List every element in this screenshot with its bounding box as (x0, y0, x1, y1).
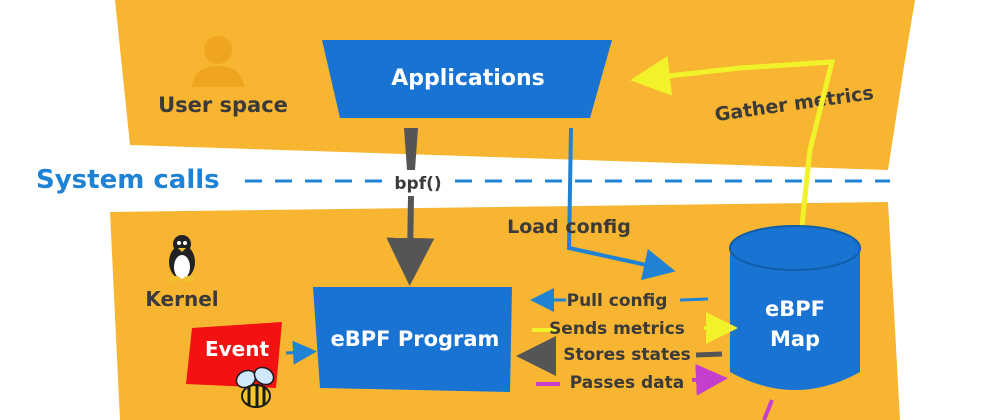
pull-config-label: Pull config (567, 291, 668, 311)
event-label: Event (205, 337, 270, 361)
stores-states-label: Stores states (563, 345, 691, 365)
kernel-label: Kernel (145, 287, 218, 311)
person-icon (192, 36, 244, 87)
bpf-label-bg (386, 170, 450, 194)
ebpf-map-label-line2: Map (770, 327, 820, 351)
tux-penguin-icon (169, 235, 195, 282)
passes-data-arrow-right (691, 363, 728, 396)
applications-box (322, 40, 612, 118)
applications-label: Applications (391, 66, 544, 91)
load-config-arrow (566, 127, 676, 281)
gather-metrics-arrow (630, 55, 836, 226)
bpf-arrow (386, 195, 435, 286)
load-config-label: Load config (507, 216, 631, 238)
sends-metrics-label: Sends metrics (549, 319, 685, 339)
ebpf-map-cylinder (729, 225, 861, 390)
passes-data-label: Passes data (570, 373, 685, 393)
stores-states-arrow-right (695, 351, 723, 358)
pull-config-arrow-right (679, 297, 709, 302)
event-to-program-arrow (285, 340, 317, 365)
map-outflow-arrow (762, 399, 774, 420)
bpf-arrow-top (404, 128, 418, 170)
bee-icon (235, 366, 275, 408)
bpf-label: bpf() (394, 174, 441, 194)
ebpf-program-label: eBPF Program (331, 327, 500, 351)
ebpf-program-box (313, 287, 512, 392)
ebpf-map-label-line1: eBPF (765, 297, 825, 321)
system-calls-label: System calls (36, 165, 220, 195)
user-space-label: User space (158, 93, 288, 117)
